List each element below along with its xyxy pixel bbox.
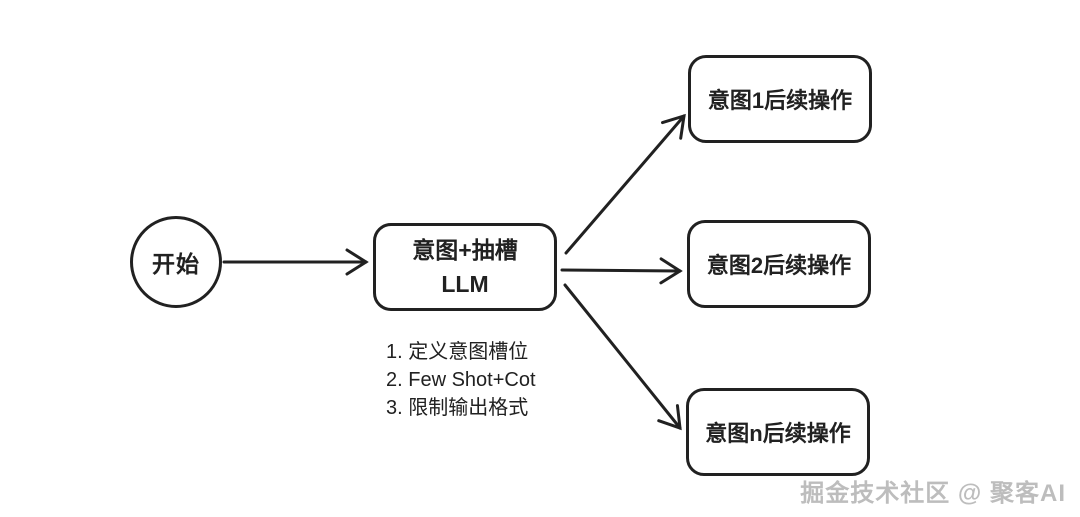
llm-node: 意图+抽槽 LLM	[373, 223, 557, 311]
intentn-node-label: 意图n后续操作	[705, 421, 851, 446]
llm-node-label-line2: LLM	[441, 271, 489, 297]
start-node: 开始	[130, 216, 222, 308]
note-item-2: 2. Few Shot+Cot	[386, 369, 536, 391]
intent1-node-label: 意图1后续操作	[707, 88, 853, 113]
intentn-node: 意图n后续操作	[686, 388, 870, 476]
note-item-3: 3. 限制输出格式	[386, 397, 529, 419]
intent1-node: 意图1后续操作	[688, 55, 872, 143]
watermark: 掘金技术社区 @ 聚客AI	[800, 480, 1066, 507]
prompt-notes: 1. 定义意图槽位 2. Few Shot+Cot 3. 限制输出格式	[386, 338, 536, 422]
note-item-1: 1. 定义意图槽位	[386, 341, 529, 363]
arrow-llm-to-intent1	[564, 113, 686, 255]
intent2-node-label: 意图2后续操作	[706, 253, 852, 278]
intent2-node: 意图2后续操作	[687, 220, 871, 308]
llm-node-label-line1: 意图+抽槽	[412, 237, 518, 263]
arrow-llm-to-intent2	[560, 257, 683, 285]
start-node-label: 开始	[152, 251, 200, 277]
arrow-llm-to-intentn	[563, 283, 682, 431]
